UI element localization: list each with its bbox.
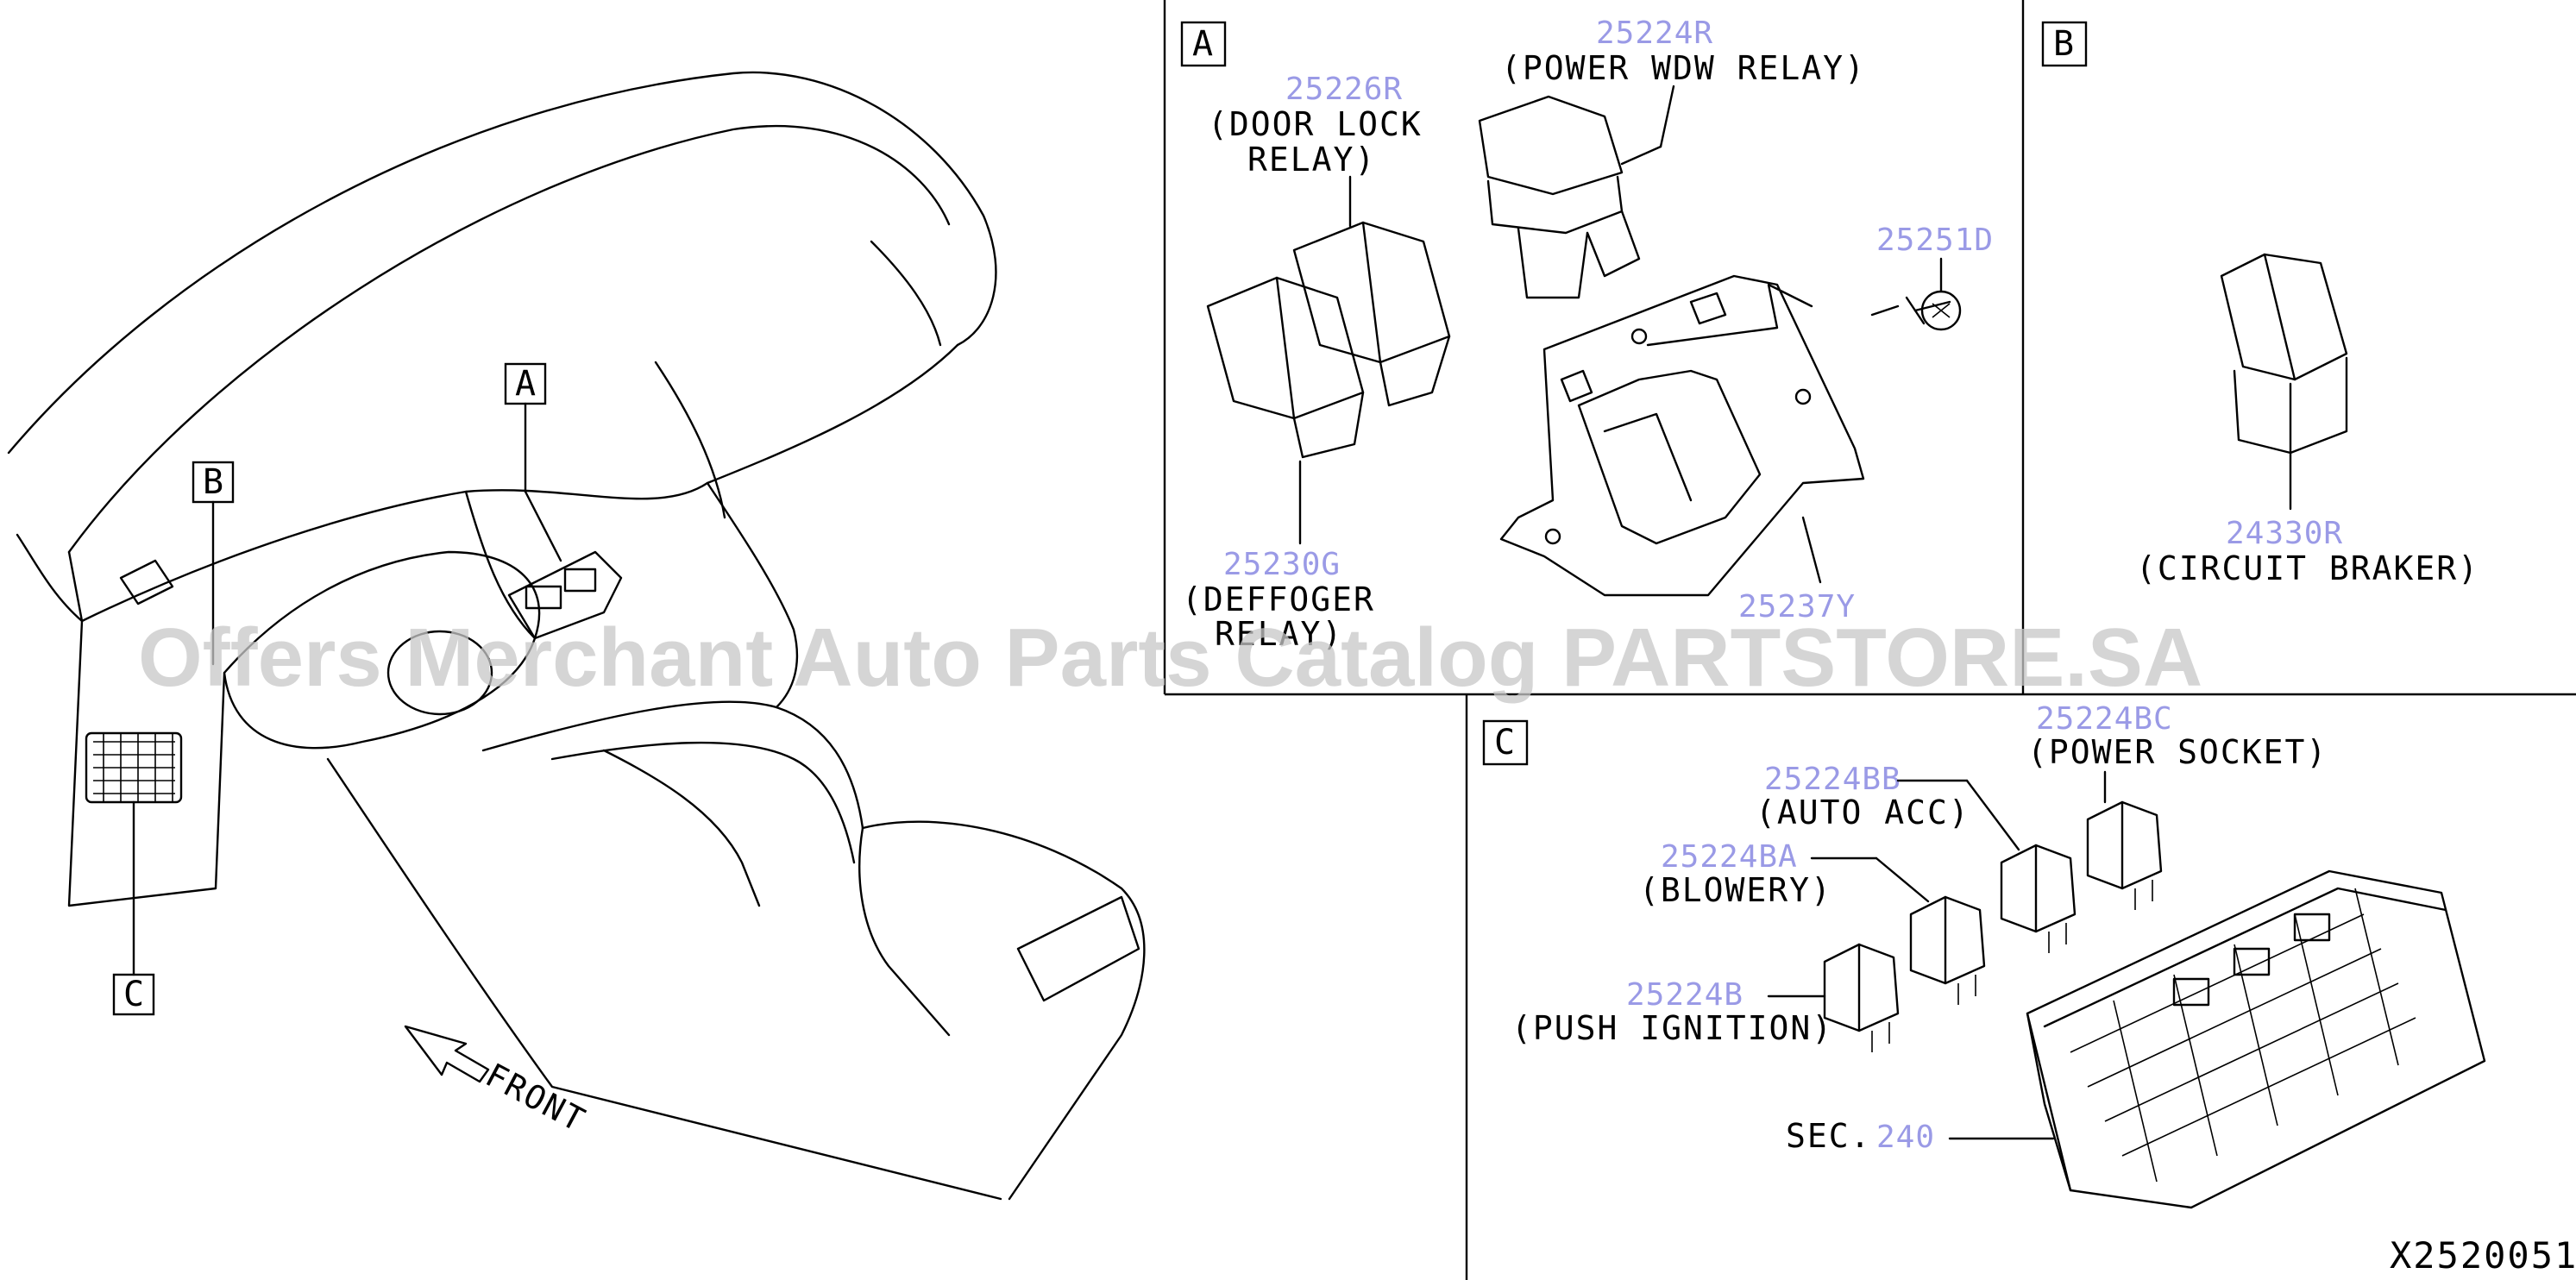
screw-graphic (1870, 290, 1962, 331)
power-wdw-relay-graphic (1478, 95, 1641, 299)
watermark: Offers Merchant Auto Parts Catalog PARTS… (138, 612, 2202, 704)
front-label: FRONT (480, 1056, 592, 1139)
relay-push-ignition-graphic (1823, 943, 1900, 1052)
panel-a-tag: A (1192, 24, 1213, 64)
diagram-code: X2520051 (2390, 1234, 2576, 1277)
fuse-box-location-c (85, 731, 183, 804)
callout-b[interactable]: B (192, 461, 235, 666)
part-number-25224bc[interactable]: 25224BC (2036, 701, 2173, 737)
part-number-25224r[interactable]: 25224R (1596, 16, 1713, 51)
part-name-deffoger-line1: (DEFFOGER (1182, 580, 1375, 618)
callout-a-label: A (515, 364, 536, 404)
relay-blowery-graphic (1909, 895, 1986, 1005)
part-name-push-ignition: (PUSH IGNITION) (1511, 1009, 1833, 1047)
part-name-auto-acc: (AUTO ACC) (1756, 794, 1970, 831)
panel-c-tag: C (1494, 723, 1515, 762)
callout-c-label: C (123, 975, 144, 1014)
panel-frames (1163, 0, 2576, 1280)
part-name-blowery: (BLOWERY) (1639, 871, 1832, 909)
panel-b-tag: B (2053, 24, 2074, 64)
fuse-block-graphic (2026, 869, 2486, 1209)
sec-reference-prefix: SEC. (1786, 1117, 1872, 1155)
circuit-breaker-graphic (2220, 253, 2348, 455)
relay-power-socket-graphic (2086, 800, 2163, 910)
part-number-25224bb[interactable]: 25224BB (1764, 762, 1901, 797)
relay-bracket-location-a (507, 550, 623, 640)
callout-c[interactable]: C (112, 800, 155, 1016)
part-number-25230g[interactable]: 25230G (1223, 547, 1341, 582)
panel-c: C (1482, 701, 2486, 1209)
panel-b: B 24330R (CIRCUIT BRAKER) (2041, 21, 2479, 587)
callout-b-label: B (203, 462, 223, 502)
part-name-circuit-braker: (CIRCUIT BRAKER) (2136, 549, 2479, 587)
part-name-door-lock-line1: (DOOR LOCK (1208, 105, 1423, 143)
part-name-deffoger-line2: RELAY) (1215, 615, 1343, 653)
part-number-25224b[interactable]: 25224B (1626, 977, 1744, 1013)
part-number-24330r[interactable]: 24330R (2226, 516, 2343, 551)
callout-a[interactable]: A (504, 362, 562, 562)
part-name-power-wdw-relay: (POWER WDW RELAY) (1501, 49, 1866, 87)
part-name-power-socket: (POWER SOCKET) (2027, 733, 2328, 771)
relay-bracket-graphic (1499, 274, 1865, 597)
relay-auto-acc-graphic (2000, 844, 2077, 953)
part-number-25237y[interactable]: 25237Y (1738, 589, 1856, 624)
sec-reference-number[interactable]: 240 (1876, 1120, 1935, 1155)
part-number-25226r[interactable]: 25226R (1285, 72, 1403, 107)
deffoger-relay-graphic (1206, 276, 1365, 459)
dashboard-overview (7, 71, 1146, 1201)
front-arrow: FRONT (404, 1025, 592, 1139)
part-number-25251d[interactable]: 25251D (1876, 223, 1994, 258)
part-number-25224ba[interactable]: 25224BA (1661, 839, 1798, 875)
panel-a: A (1180, 16, 1994, 653)
door-lock-relay-graphic (1292, 221, 1451, 407)
part-name-door-lock-line2: RELAY) (1247, 141, 1376, 179)
